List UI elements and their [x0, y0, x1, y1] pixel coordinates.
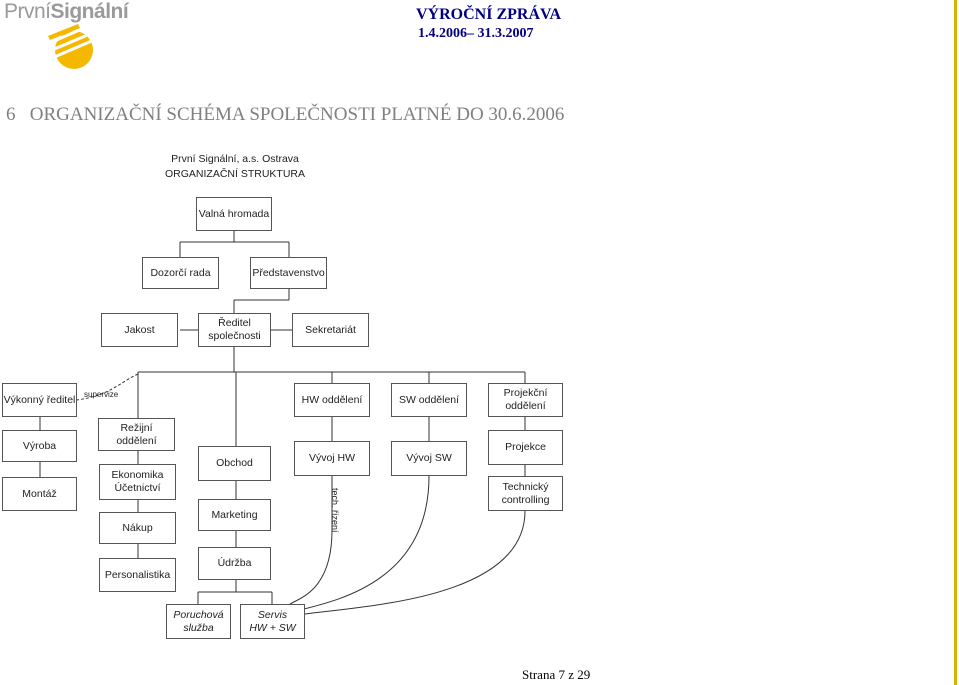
label-technicky-l1: Technický [502, 480, 549, 493]
brand-light: První [4, 0, 51, 23]
label-supervize: supervize [84, 390, 119, 399]
label-tech-rizeni: tech. řízení [330, 488, 340, 533]
label-reditel-l2: společnosti [208, 330, 261, 342]
label-reditel-l1: Ředitel [218, 317, 251, 329]
box-vyroba: Výroba [2, 430, 77, 462]
brand-bold: Signální [50, 0, 129, 23]
box-sekretariat: Sekretariát [292, 313, 369, 347]
box-nakup: Nákup [99, 512, 176, 544]
box-marketing: Marketing [198, 499, 271, 531]
box-personalistika: Personalistika [99, 558, 176, 592]
company-logo [48, 24, 95, 69]
box-projekce: Projekce [488, 430, 563, 465]
label-ekonomika: Ekonomika [111, 469, 164, 481]
label-hw-oddeleni: HW oddělení [301, 393, 363, 406]
report-period: 1.4.2006– 31.3.2007 [418, 26, 534, 41]
label-ucetnictvi: Účetnictví [114, 482, 161, 494]
brand-wordmark: PrvníSignální [4, 0, 129, 24]
box-udrzba: Údržba [198, 547, 271, 580]
label-projekcni-l2: oddělení [505, 400, 546, 412]
label-obchod: Obchod [216, 457, 253, 469]
box-jakost: Jakost [101, 313, 178, 347]
label-servis-l2: HW + SW [249, 621, 296, 634]
box-valna-hromada: Valná hromada [196, 197, 272, 231]
page-number: Strana 7 z 29 [522, 667, 591, 682]
box-predstavenstvo: Představenstvo [250, 257, 327, 289]
box-obchod: Obchod [198, 446, 271, 481]
box-montaz: Montáž [2, 477, 77, 511]
label-poruchova-l2: služba [183, 621, 214, 634]
label-technicky-l2: controlling [501, 493, 550, 506]
label-projekce: Projekce [505, 441, 546, 453]
label-sekretariat: Sekretariát [305, 323, 356, 336]
label-vykonny-reditel: Výkonný ředitel [3, 393, 76, 406]
box-rezijni-oddeleni: Režijní oddělení [98, 418, 175, 451]
page-accent-border [954, 0, 957, 685]
label-jakost: Jakost [124, 323, 155, 336]
label-vyroba: Výroba [22, 439, 57, 452]
section-heading: 6 ORGANIZAČNÍ SCHÉMA SPOLEČNOSTI PLATNÉ … [6, 104, 565, 125]
company-name: První Signální, a.s. Ostrava [171, 153, 299, 165]
label-servis-l1: Servis [257, 608, 288, 621]
label-projekcni-l1: Projekční [503, 387, 548, 399]
label-personalistika: Personalistika [104, 568, 171, 581]
label-sw-oddeleni: SW oddělení [398, 393, 460, 406]
box-dozorci-rada: Dozorčí rada [142, 257, 219, 289]
label-vyvoj-sw: Vývoj SW [406, 452, 452, 464]
label-poruchova-l1: Poruchová [173, 608, 224, 621]
label-vyvoj-hw: Vývoj HW [308, 452, 356, 464]
label-marketing: Marketing [211, 508, 258, 521]
box-hw-oddeleni: HW oddělení [294, 383, 370, 417]
label-montaz: Montáž [22, 487, 57, 500]
label-predstavenstvo: Představenstvo [252, 266, 325, 279]
box-vykonny-reditel: Výkonný ředitel [2, 383, 77, 417]
label-rezijni: Režijní oddělení [116, 421, 157, 447]
label-nakup: Nákup [122, 521, 153, 534]
box-vyvoj-sw: Vývoj SW [391, 441, 467, 476]
chart-company-title: První Signální, a.s. Ostrava ORGANIZAČNÍ… [150, 152, 320, 182]
label-udrzba: Údržba [217, 557, 252, 569]
box-sw-oddeleni: SW oddělení [391, 383, 467, 417]
box-vyvoj-hw: Vývoj HW [294, 441, 370, 476]
report-title: VÝROČNÍ ZPRÁVA [416, 6, 562, 23]
label-valna-hromada: Valná hromada [198, 207, 270, 220]
label-dozorci-rada: Dozorčí rada [150, 266, 211, 279]
chart-subtitle: ORGANIZAČNÍ STRUKTURA [164, 168, 305, 180]
